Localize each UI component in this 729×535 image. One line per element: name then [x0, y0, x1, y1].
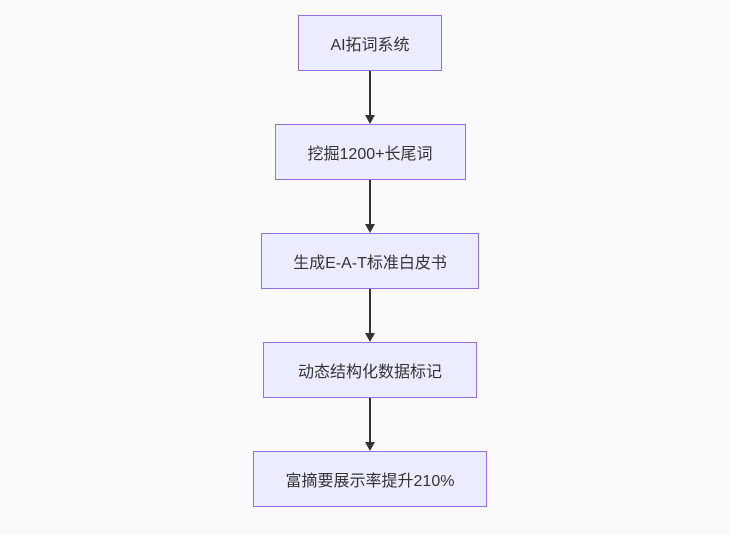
flow-arrow-1 — [365, 71, 375, 124]
arrow-head-icon — [365, 224, 375, 233]
flow-arrow-4 — [365, 398, 375, 451]
arrow-head-icon — [365, 442, 375, 451]
flow-arrow-2 — [365, 180, 375, 233]
flow-node-longtail-mining: 挖掘1200+长尾词 — [274, 124, 466, 180]
flow-node-label: 动态结构化数据标记 — [297, 364, 442, 381]
flow-node-eat-whitepaper: 生成E-A-T标准白皮书 — [261, 233, 479, 289]
arrow-head-icon — [365, 333, 375, 342]
arrow-head-icon — [365, 115, 375, 124]
flow-node-rich-snippet-result: 富摘要展示率提升210% — [253, 451, 487, 507]
flow-node-label: 富摘要展示率提升210% — [285, 473, 455, 490]
arrow-line — [369, 71, 371, 115]
flow-node-label: 生成E-A-T标准白皮书 — [293, 255, 447, 272]
flowchart: AI拓词系统 挖掘1200+长尾词 生成E-A-T标准白皮书 动态结构化数据标记 — [253, 15, 487, 507]
flow-node-label: AI拓词系统 — [330, 37, 410, 54]
arrow-line — [369, 398, 371, 442]
flow-node-label: 挖掘1200+长尾词 — [307, 146, 433, 163]
flow-node-ai-word-expansion: AI拓词系统 — [298, 15, 442, 71]
flow-arrow-3 — [365, 289, 375, 342]
flow-node-structured-data-markup: 动态结构化数据标记 — [263, 342, 477, 398]
arrow-line — [369, 289, 371, 333]
arrow-line — [369, 180, 371, 224]
